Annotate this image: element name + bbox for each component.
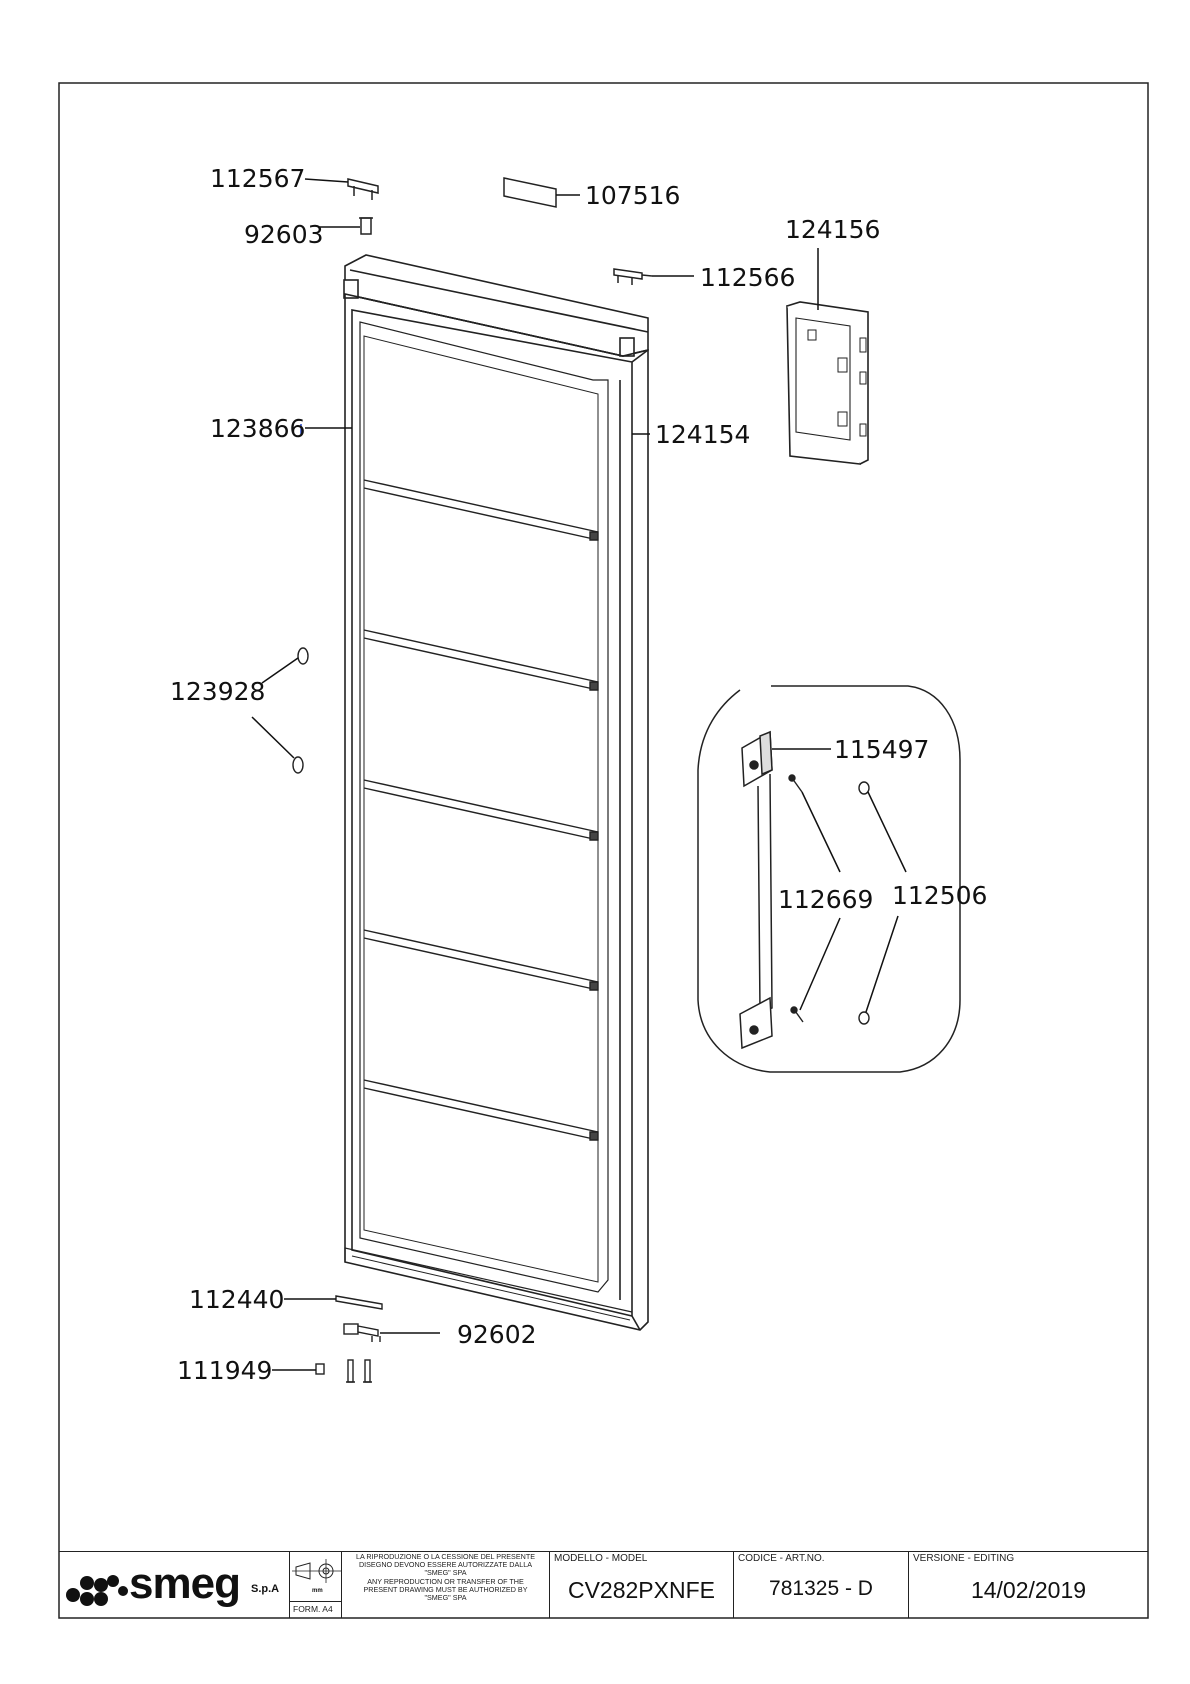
title-block: smeg S.p.A mm FORM. A4 LA RIPRODUZIONE O… bbox=[59, 1551, 1148, 1618]
version-caption: VERSIONE - EDITING bbox=[913, 1553, 1015, 1564]
part-label-124156: 124156 bbox=[785, 215, 880, 244]
part-label-92603: 92603 bbox=[244, 220, 324, 249]
part-label-107516: 107516 bbox=[585, 181, 680, 210]
part-label-123866: 123866 bbox=[210, 414, 305, 443]
form-label: FORM. A4 bbox=[293, 1604, 333, 1614]
hinge-pin-part bbox=[613, 268, 653, 285]
part-label-111949: 111949 bbox=[177, 1356, 272, 1385]
smeg-logo-dots bbox=[66, 1575, 128, 1606]
bushing-top-part bbox=[359, 217, 373, 235]
door-shelves bbox=[363, 479, 599, 1141]
model-caption: MODELLO - MODEL bbox=[554, 1553, 648, 1564]
bottom-hinge-parts bbox=[315, 1295, 383, 1383]
disclaimer-text: LA RIPRODUZIONE O LA CESSIONE DEL PRESEN… bbox=[355, 1552, 536, 1603]
part-label-92602: 92602 bbox=[457, 1320, 537, 1349]
part-label-112440: 112440 bbox=[189, 1285, 284, 1314]
model-value: CV282PXNFE bbox=[567, 1577, 715, 1603]
part-label-124154: 124154 bbox=[655, 420, 750, 449]
label-plate-part bbox=[503, 177, 557, 208]
door-assembly bbox=[343, 254, 649, 1331]
handle-screws-part bbox=[788, 774, 804, 1023]
projection-symbol-icon bbox=[292, 1559, 342, 1583]
drawing-frame bbox=[58, 82, 1149, 1619]
version-cell: VERSIONE - EDITING 14/02/2019 bbox=[908, 1551, 1148, 1618]
handle-part bbox=[739, 730, 773, 1050]
handle-detail-callout bbox=[697, 685, 961, 1073]
projection-cell: mm FORM. A4 bbox=[289, 1551, 342, 1618]
version-value: 14/02/2019 bbox=[970, 1577, 1087, 1603]
unit-label: mm bbox=[312, 1588, 323, 1594]
cover-caps-part bbox=[292, 647, 309, 774]
code-value: 781325 - D bbox=[769, 1577, 873, 1600]
part-label-115497: 115497 bbox=[834, 735, 929, 764]
code-caption: CODICE - ART.NO. bbox=[738, 1553, 825, 1564]
hinge-top-part bbox=[347, 178, 379, 200]
part-label-112567: 112567 bbox=[210, 164, 305, 193]
control-panel-part bbox=[786, 301, 869, 465]
part-label-112506: 112506 bbox=[892, 881, 987, 910]
handle-caps-part bbox=[858, 781, 870, 1025]
disclaimer-cell: LA RIPRODUZIONE O LA CESSIONE DEL PRESEN… bbox=[341, 1551, 549, 1618]
model-cell: MODELLO - MODEL CV282PXNFE bbox=[549, 1551, 733, 1618]
brand-name: smeg bbox=[129, 1559, 241, 1608]
part-label-112566: 112566 bbox=[700, 263, 795, 292]
leader-lines bbox=[251, 178, 907, 1371]
part-label-123928: 123928 bbox=[170, 677, 265, 706]
brand-suffix: S.p.A bbox=[251, 1583, 280, 1595]
logo-cell: smeg S.p.A bbox=[59, 1551, 289, 1618]
code-cell: CODICE - ART.NO. 781325 - D bbox=[733, 1551, 908, 1618]
part-label-112669: 112669 bbox=[778, 885, 873, 914]
